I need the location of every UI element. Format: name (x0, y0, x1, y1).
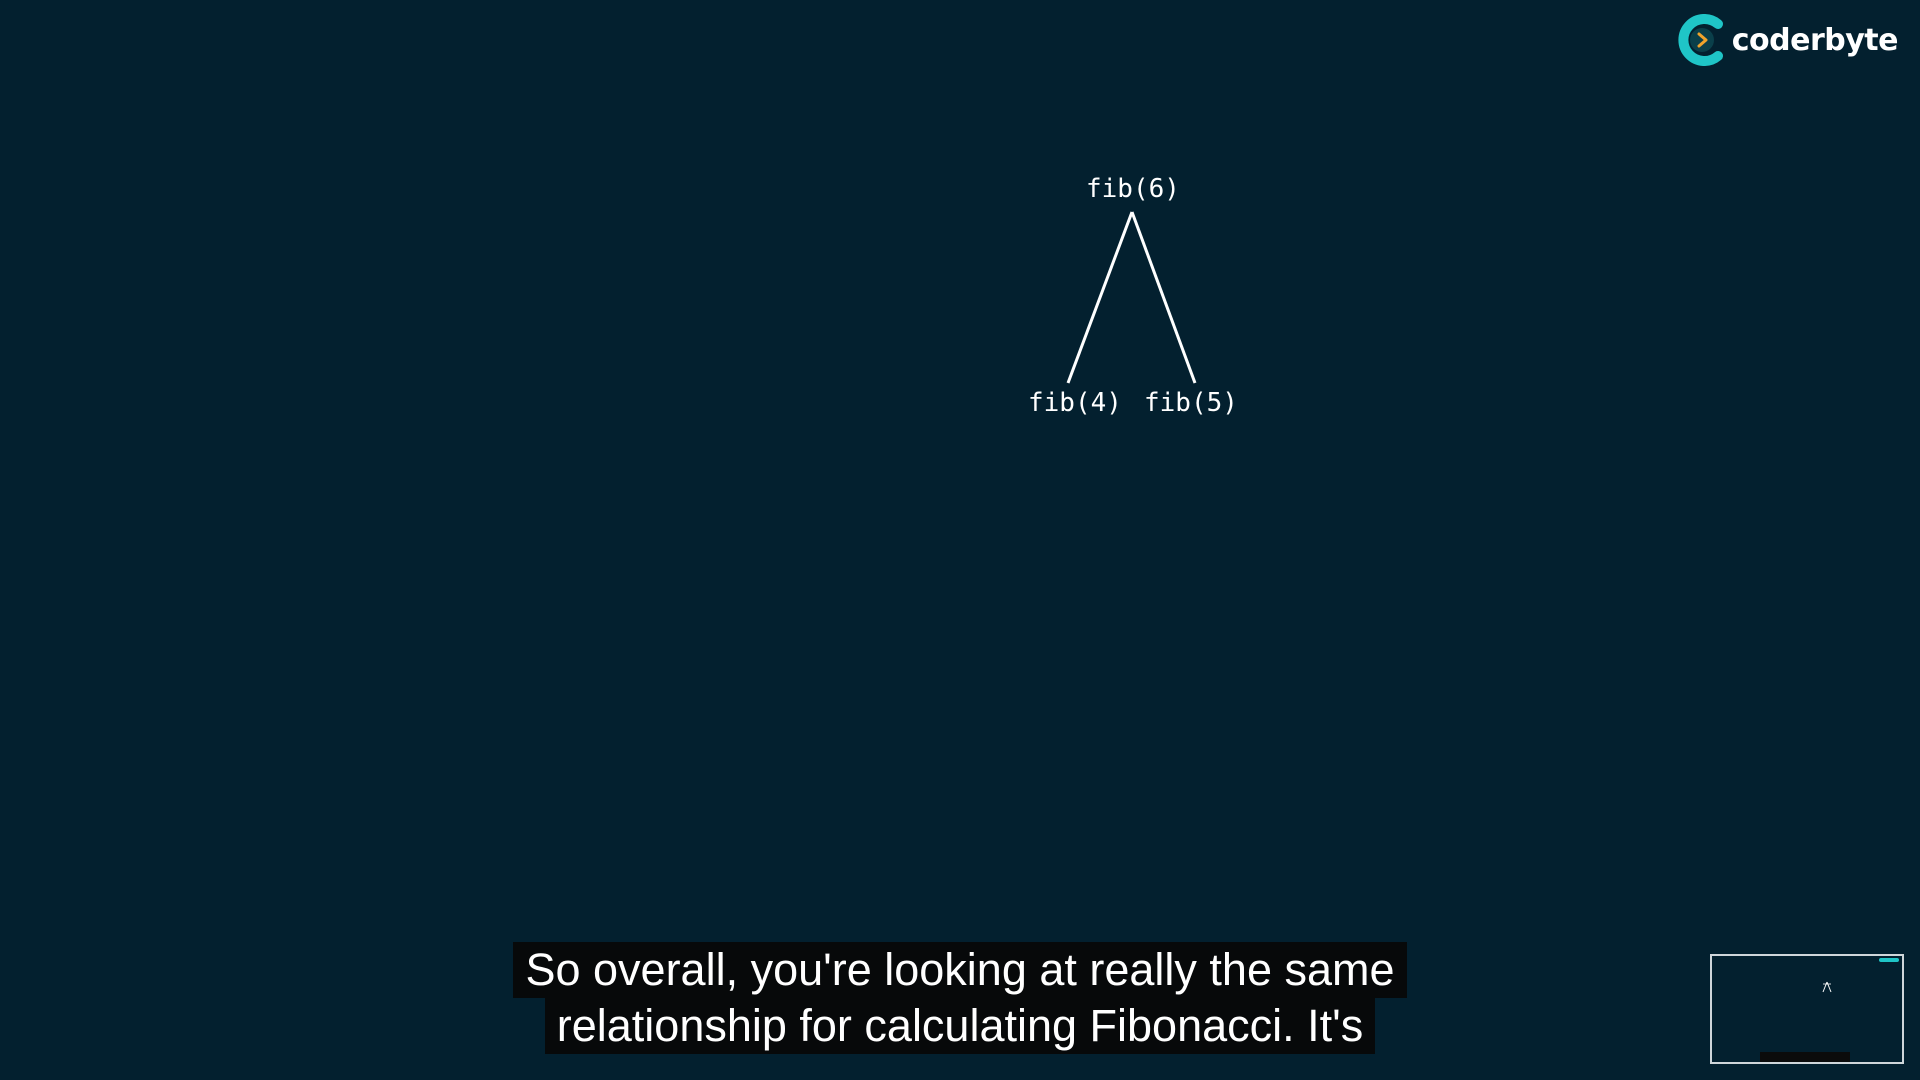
thumbnail-caption (1760, 1052, 1850, 1062)
tree-node-right: fib(5) (1144, 388, 1238, 418)
tree-edge-left (1066, 211, 1134, 384)
thumbnail-logo (1879, 958, 1899, 962)
coderbyte-logo-icon (1678, 14, 1723, 66)
brand-logo: coderbyte (1678, 14, 1899, 66)
subtitle-box: So overall, you're looking at really the… (0, 942, 1920, 1054)
tree-node-left: fib(4) (1028, 388, 1122, 418)
preview-thumbnail[interactable] (1710, 954, 1904, 1064)
subtitle-line-1: So overall, you're looking at really the… (513, 942, 1407, 998)
brand-name: coderbyte (1731, 22, 1899, 58)
subtitle-line-2: relationship for calculating Fibonacci. … (544, 998, 1376, 1054)
tree-node-root: fib(6) (1086, 174, 1180, 204)
thumbnail-tree (1822, 981, 1832, 993)
tree-edge-right (1130, 211, 1197, 384)
